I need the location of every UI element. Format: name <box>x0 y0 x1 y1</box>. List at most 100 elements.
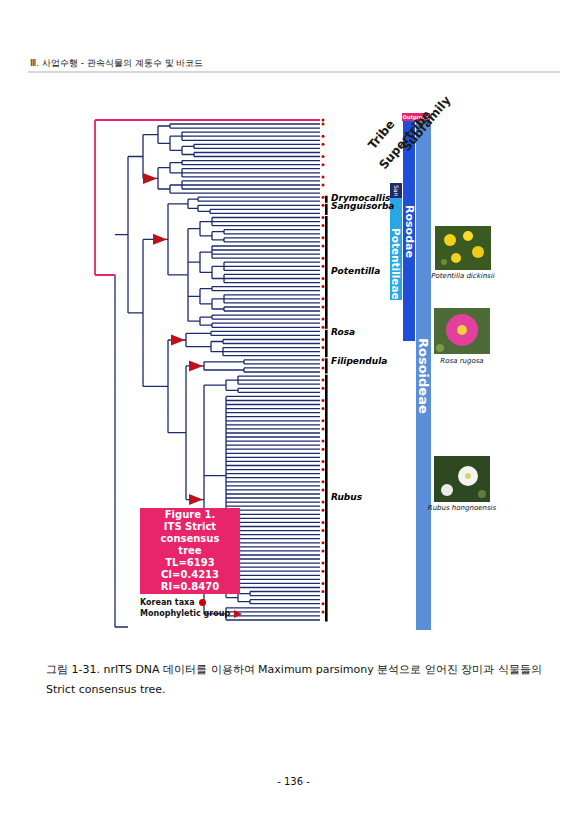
figure-text: RI=0.8470 <box>161 581 219 593</box>
korean-taxon-dot <box>322 582 325 585</box>
korean-taxon-dot <box>322 602 325 605</box>
korean-taxon-dot <box>322 427 325 430</box>
clade-name: Rubus <box>331 492 362 502</box>
leaf <box>441 259 447 265</box>
clade-name: Rosa <box>331 327 355 337</box>
header-rule <box>28 72 560 73</box>
band-label: Potentilleae <box>390 228 403 300</box>
korean-taxon-dot <box>322 366 325 369</box>
flower-center <box>465 473 471 479</box>
korean-taxon-dot <box>322 509 325 512</box>
photo <box>435 226 491 270</box>
tree-branches <box>115 124 320 627</box>
figure-text: ITS Strict consensus tree <box>152 521 228 557</box>
photo-caption: Potentilla dickinsii <box>425 272 501 280</box>
korean-taxon-dot <box>322 358 325 361</box>
korean-taxon-dot <box>322 245 325 248</box>
korean-taxon-dot <box>322 184 325 187</box>
figure-text: CI=0.4213 <box>161 569 219 581</box>
running-header: Ⅲ. 사업수행 - 관속식물의 계통수 및 바코드 <box>30 57 203 70</box>
monophyly-triangle <box>189 494 203 505</box>
band-label: Rosodae <box>403 205 416 258</box>
korean-taxon-dot <box>322 419 325 422</box>
korean-taxon-dot <box>322 541 325 544</box>
clade-bar <box>325 330 328 357</box>
figure-text: Figure 1. <box>165 509 216 521</box>
taxonomy-band: San <box>390 183 402 198</box>
clade-name: Potentilla <box>331 266 380 276</box>
figure-text: TL=6193 <box>165 557 214 569</box>
legend-row: Korean taxa <box>140 598 206 607</box>
korean-taxon-dot <box>322 448 325 451</box>
legend-swatch <box>234 610 242 618</box>
korean-taxon-dot <box>322 123 325 126</box>
photo-background <box>434 308 490 354</box>
korean-taxon-dot <box>322 590 325 593</box>
legend-text: Monophyletic group <box>140 609 230 618</box>
korean-taxon-dot <box>322 236 325 239</box>
monophyly-triangle <box>153 234 167 245</box>
flower <box>444 234 456 246</box>
legend-text: Korean taxa <box>140 598 195 607</box>
photo <box>434 308 490 354</box>
clade-bar <box>325 375 328 622</box>
page-number: - 136 - <box>0 776 587 787</box>
flower <box>451 253 461 263</box>
korean-taxon-dot <box>322 285 325 288</box>
korean-taxon-dot <box>322 204 325 207</box>
korean-taxon-dot <box>322 143 325 146</box>
korean-taxon-dot <box>322 277 325 280</box>
korean-taxon-dot <box>322 163 325 166</box>
photo <box>434 456 490 502</box>
figure-caption: 그림 1-31. nrITS DNA 데이터를 이용하여 Maximum par… <box>46 660 546 700</box>
korean-taxon-dot <box>322 196 325 199</box>
monophyly-triangle <box>171 334 185 345</box>
korean-taxon-dot <box>322 265 325 268</box>
legend-swatch <box>199 599 206 606</box>
korean-taxon-dot <box>322 521 325 524</box>
photo-background <box>434 456 490 502</box>
korean-taxon-dot <box>322 135 325 138</box>
korean-taxon-dot <box>322 488 325 491</box>
flower <box>472 246 484 258</box>
korean-taxon-dot <box>322 306 325 309</box>
korean-taxon-dot <box>322 297 325 300</box>
leaf <box>436 344 444 352</box>
clade-name: Sanguisorba <box>331 201 394 211</box>
korean-taxon-dot <box>322 326 325 329</box>
taxonomy-band: Rosoideae <box>416 121 431 630</box>
flower <box>463 231 473 241</box>
korean-taxon-dot <box>322 216 325 219</box>
korean-taxon-dot <box>322 346 325 349</box>
monophyly-triangle <box>189 360 203 371</box>
flower-center <box>457 325 467 335</box>
photo-caption: Rubus hongnoensis <box>424 504 500 512</box>
band-label: Rosoideae <box>416 338 431 414</box>
korean-taxon-dot <box>322 155 325 158</box>
flower <box>458 466 478 486</box>
phylogenetic-tree <box>95 119 328 628</box>
figure-box: Figure 1.ITS Strict consensus treeTL=619… <box>140 508 240 594</box>
outgroup-branch <box>95 120 320 275</box>
korean-taxon-dot <box>322 399 325 402</box>
korean-taxon-dot <box>322 407 325 410</box>
korean-taxon-dot <box>322 257 325 260</box>
photo-background <box>435 226 491 270</box>
korean-taxon-dot <box>322 460 325 463</box>
korean-taxon-dot <box>322 610 325 613</box>
korean-taxon-dot <box>322 338 325 341</box>
korean-taxon-dot <box>322 318 325 321</box>
leaf <box>478 490 486 498</box>
monophyly-triangle <box>143 173 157 184</box>
korean-taxon-dot <box>322 175 325 178</box>
korean-taxon-dot <box>322 529 325 532</box>
korean-taxon-dot <box>322 468 325 471</box>
flower <box>441 484 453 496</box>
korean-taxon-dot <box>322 562 325 565</box>
korean-taxon-dot <box>322 570 325 573</box>
korean-taxon-dot <box>322 549 325 552</box>
korean-taxon-dot <box>322 119 325 122</box>
taxonomy-band: Rosodae <box>403 121 415 341</box>
